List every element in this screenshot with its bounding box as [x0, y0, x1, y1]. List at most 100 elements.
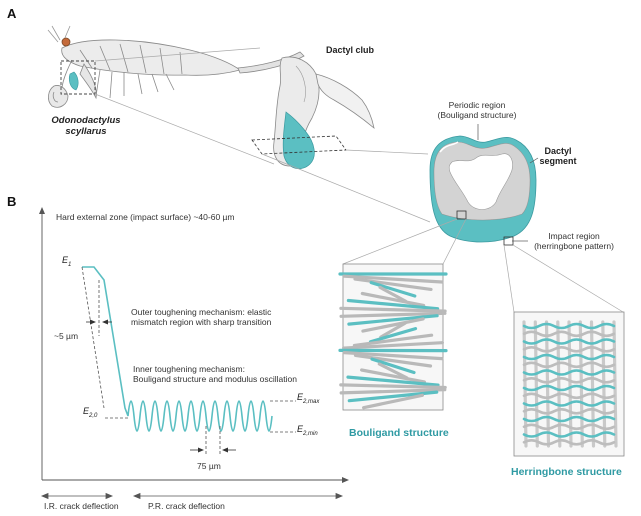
- e2-max-symbol: E: [297, 392, 304, 402]
- e2-0-label: E2,0: [83, 406, 97, 420]
- bouligand-fiber: [362, 393, 424, 410]
- periodic-region-label: Periodic region (Bouligand structure): [432, 100, 522, 121]
- e2-max-label: E2,max: [297, 392, 319, 406]
- five-um-label: ~5 µm: [54, 331, 79, 341]
- bouligand-fiber: [378, 285, 408, 303]
- bouligand-fiber: [339, 311, 447, 318]
- inner-mechanism-label: Inner toughening mechanism: Bouligand st…: [133, 364, 297, 385]
- species-epithet: scyllarus: [65, 125, 107, 137]
- bouligand-fiber: [339, 388, 447, 395]
- dactyl-segment-label: Dactyl segment: [536, 146, 580, 167]
- impact-region-label: Impact region (herringbone pattern): [526, 231, 622, 252]
- herringbone-horizontal-fiber: [522, 361, 616, 369]
- bouligand-fiber: [346, 375, 440, 387]
- e1-symbol: E: [62, 255, 69, 265]
- herringbone-horizontal-fiber: [522, 369, 616, 376]
- outer-transition-dashed-line: [81, 266, 105, 409]
- bouligand-fiber: [361, 317, 425, 333]
- dactyl-club-enlarged: [251, 56, 375, 170]
- bouligand-fiber: [360, 368, 426, 384]
- bouligand-fiber: [347, 390, 439, 403]
- bouligand-fiber: [370, 357, 416, 375]
- period-arrow-left: [198, 447, 204, 453]
- e2-min-subscript: 2,min: [303, 430, 318, 437]
- herringbone-vertical-fiber: [544, 320, 551, 448]
- ir-crack-deflection-label: I.R. crack deflection: [44, 501, 119, 511]
- herringbone-horizontal-fiber: [522, 322, 616, 330]
- inner-mechanism-line2: Bouligand structure and modulus oscillat…: [133, 373, 297, 384]
- outer-mechanism-line1: Outer toughening mechanism: elastic: [131, 307, 272, 317]
- outer-mechanism-line2: mismatch region with sharp transition: [131, 316, 272, 327]
- herringbone-structure-box: [513, 311, 625, 457]
- impact-region-title: Impact region: [548, 231, 600, 241]
- periodic-region-title: Periodic region: [448, 100, 506, 110]
- species-name: Odonodactylus scyllarus: [42, 115, 130, 138]
- dactyl-segment-title: Dactyl: [544, 146, 572, 156]
- bouligand-fiber: [339, 383, 447, 390]
- herringbone-vertical-fiber: [589, 320, 596, 448]
- bouligand-title: Bouligand structure: [349, 427, 449, 439]
- dactyl-segment-subtitle: segment: [539, 156, 577, 167]
- herringbone-horizontal-fiber: [522, 439, 616, 446]
- herringbone-horizontal-fiber: [522, 346, 616, 353]
- bouligand-fiber: [368, 327, 418, 344]
- herringbone-horizontal-fiber: [522, 392, 616, 400]
- pr-crack-deflection-label: P.R. crack deflection: [148, 501, 225, 511]
- herringbone-horizontal-fiber: [522, 408, 616, 415]
- herringbone-vertical-fiber: [533, 320, 539, 448]
- herringbone-horizontal-fiber: [522, 423, 616, 431]
- zoom-lines-segment: [261, 149, 431, 223]
- e2-min-symbol: E: [297, 424, 304, 434]
- dactyl-segment-cross-section: [429, 135, 537, 246]
- herringbone-title: Herringbone structure: [511, 466, 622, 478]
- herringbone-horizontal-fiber: [522, 353, 616, 361]
- herringbone-vertical-fiber: [601, 320, 607, 448]
- e2-0-symbol: E: [83, 406, 90, 416]
- outer-mechanism-label: Outer toughening mechanism: elastic mism…: [131, 307, 272, 328]
- zoom-lines-club: [94, 47, 275, 165]
- bouligand-fiber: [347, 314, 439, 326]
- bouligand-fiber: [339, 306, 447, 313]
- herringbone-horizontal-fiber: [522, 377, 616, 384]
- herringbone-horizontal-fiber: [522, 338, 616, 345]
- bouligand-fiber: [342, 351, 444, 361]
- e2-min-label: E2,min: [297, 424, 318, 438]
- bouligand-fiber: [346, 298, 440, 311]
- impact-region-subtitle: (herringbone pattern): [534, 240, 614, 251]
- panel-a-letter: A: [7, 6, 17, 21]
- inner-mechanism-line1: Inner toughening mechanism:: [133, 364, 245, 374]
- modulus-profile-graph: [39, 207, 349, 500]
- herringbone-vertical-fiber: [556, 320, 562, 448]
- herringbone-horizontal-fiber: [522, 384, 616, 392]
- seventy-five-um-label: 75 µm: [197, 461, 221, 471]
- bouligand-fiber: [352, 333, 434, 347]
- bouligand-fiber: [342, 274, 444, 284]
- periodic-region-subtitle: (Bouligand structure): [437, 109, 517, 120]
- e1-subscript: 1: [68, 261, 72, 268]
- dactyl-highlight-box: [60, 60, 96, 95]
- zoom-lines-details: [342, 218, 624, 313]
- dactyl-club-small: [68, 71, 79, 91]
- bouligand-fiber: [360, 291, 426, 308]
- herringbone-vertical-fiber: [578, 320, 584, 448]
- herringbone-horizontal-fiber: [522, 431, 616, 438]
- e2-max-subscript: 2,max: [303, 398, 320, 405]
- bouligand-fiber: [369, 281, 417, 298]
- herringbone-horizontal-fiber: [522, 400, 616, 407]
- herringbone-horizontal-fiber: [522, 330, 616, 338]
- five-um-arrow-left: [90, 319, 96, 325]
- modulus-curve: [82, 266, 273, 432]
- herringbone-horizontal-fiber: [522, 415, 616, 423]
- species-genus: Odonodactylus: [51, 115, 121, 126]
- hard-zone-label: Hard external zone (impact surface) ~40-…: [56, 212, 235, 222]
- panel-b-letter: B: [7, 194, 17, 209]
- e2-0-subscript: 2,0: [89, 412, 98, 419]
- bouligand-fiber: [379, 321, 407, 339]
- five-um-arrow-right: [102, 319, 108, 325]
- x-axis-arrow: [342, 477, 349, 483]
- bouligand-fiber: [342, 341, 444, 350]
- y-axis-arrow: [39, 207, 45, 214]
- bouligand-fiber: [353, 353, 433, 368]
- bouligand-fiber: [377, 362, 409, 380]
